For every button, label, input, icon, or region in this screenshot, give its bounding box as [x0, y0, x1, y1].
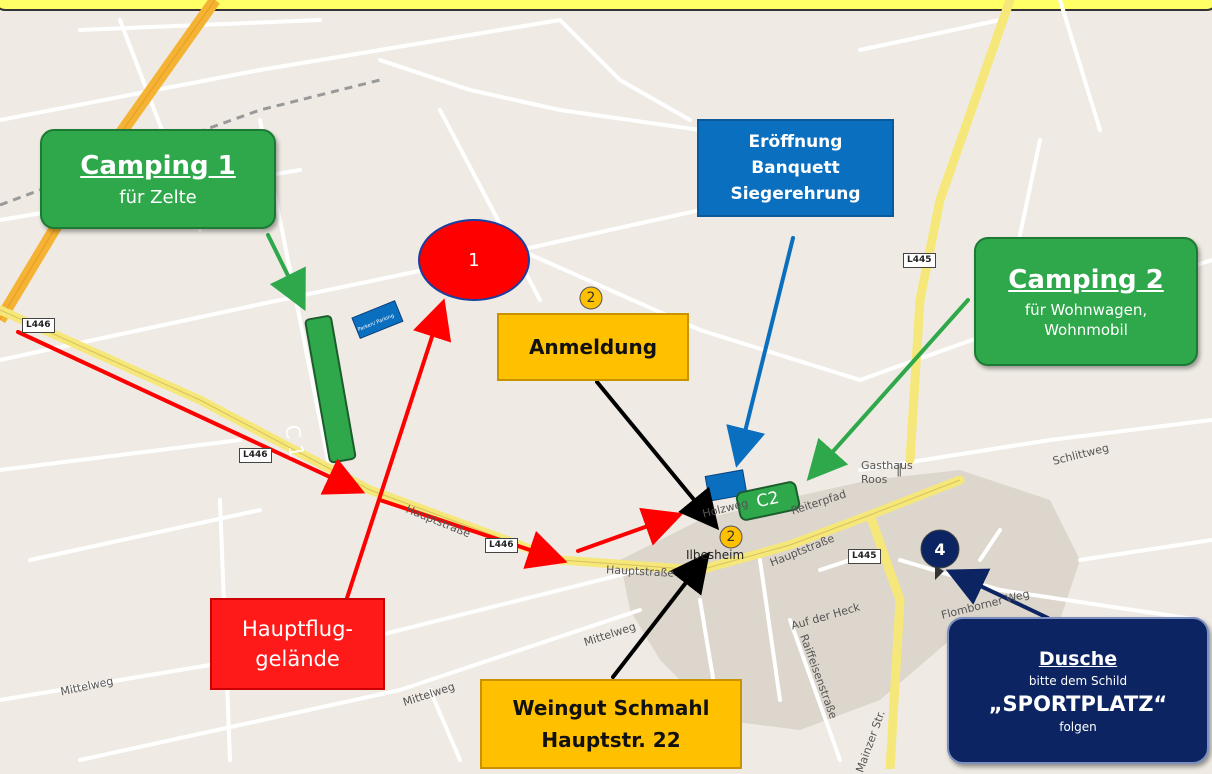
- events-line2: Banquett: [751, 158, 840, 178]
- camping-1-subtitle: für Zelte: [119, 186, 197, 208]
- anmeldung-badge-label: 2: [586, 290, 596, 306]
- dusche-callout[interactable]: Dusche bitte dem Schild „SPORTPLATZ“ fol…: [947, 617, 1209, 764]
- restaurant-icon: ‖: [896, 462, 903, 477]
- road-shield-l446-west: L446: [22, 318, 55, 333]
- camping-2-line2: Wohnmobil: [1044, 320, 1128, 339]
- navy-arrow-dusche: [945, 568, 1050, 620]
- dusche-pin-label: 4: [934, 539, 946, 559]
- camping-1-callout[interactable]: Camping 1 für Zelte: [40, 129, 276, 229]
- poi-roos: Roos: [861, 473, 888, 486]
- red-arrow-to-town: [576, 507, 684, 553]
- road-shield-l446-east: L446: [485, 538, 518, 553]
- anmeldung-callout[interactable]: Anmeldung: [497, 313, 689, 381]
- anmeldung-pin[interactable]: [719, 525, 743, 549]
- weingut-line2: Hauptstr. 22: [541, 728, 681, 752]
- camping-1-title: Camping 1: [80, 150, 236, 181]
- parking-sign[interactable]: [351, 300, 404, 340]
- hauptfluggelaende-line2: gelände: [255, 647, 340, 671]
- town-label: Ilbesheim: [686, 548, 745, 562]
- road-shield-l445-north: L445: [903, 253, 936, 268]
- hauptfluggelaende-line1: Hauptflug-: [242, 617, 353, 641]
- camping-2-line1: für Wohnwagen,: [1024, 300, 1148, 319]
- site-1-label: 1: [468, 249, 480, 271]
- events-line1: Eröffnung: [748, 132, 843, 152]
- site-1-marker[interactable]: [418, 219, 530, 301]
- pin-flag-icon: [935, 566, 944, 580]
- top-banner-edge: [0, 0, 1212, 11]
- black-arrow-weingut: [611, 551, 710, 679]
- anmeldung-label: Anmeldung: [528, 335, 658, 359]
- camping-2-title: Camping 2: [1008, 264, 1164, 295]
- hauptfluggelaende-callout[interactable]: Hauptflug- gelände: [210, 598, 385, 690]
- anmeldung-pin-label: 2: [726, 529, 736, 545]
- dusche-line1: bitte dem Schild: [1028, 673, 1128, 688]
- dusche-line3: folgen: [1059, 719, 1097, 734]
- red-arrow-west-road: [16, 330, 366, 495]
- poi-gasthaus: Gasthaus: [861, 459, 913, 472]
- blue-arrow-events: [726, 236, 795, 468]
- black-arrow-anmeldung: [595, 380, 720, 531]
- road-shield-l445-town: L445: [848, 549, 881, 564]
- events-callout[interactable]: Eröffnung Banquett Siegerehrung: [697, 119, 894, 217]
- green-arrow-camping-2: [806, 298, 970, 481]
- dusche-pin[interactable]: [920, 529, 960, 569]
- route-arrows: [16, 233, 1050, 679]
- weingut-line1: Weingut Schmahl: [512, 696, 710, 720]
- red-arrow-to-site-1: [345, 298, 452, 600]
- camping-2-callout[interactable]: Camping 2 für Wohnwagen, Wohnmobil: [974, 237, 1198, 366]
- red-arrow-hauptstrasse: [378, 498, 568, 569]
- events-line3: Siegerehrung: [730, 184, 861, 204]
- weingut-callout[interactable]: Weingut Schmahl Hauptstr. 22: [480, 679, 742, 769]
- dusche-title: Dusche: [1038, 647, 1118, 670]
- road-shield-l446-mid: L446: [239, 448, 272, 463]
- c2-marker[interactable]: [735, 481, 801, 521]
- green-arrow-camping-1: [266, 233, 306, 312]
- anmeldung-badge: [579, 286, 603, 310]
- dusche-line2: „SPORTPLATZ“: [988, 691, 1168, 716]
